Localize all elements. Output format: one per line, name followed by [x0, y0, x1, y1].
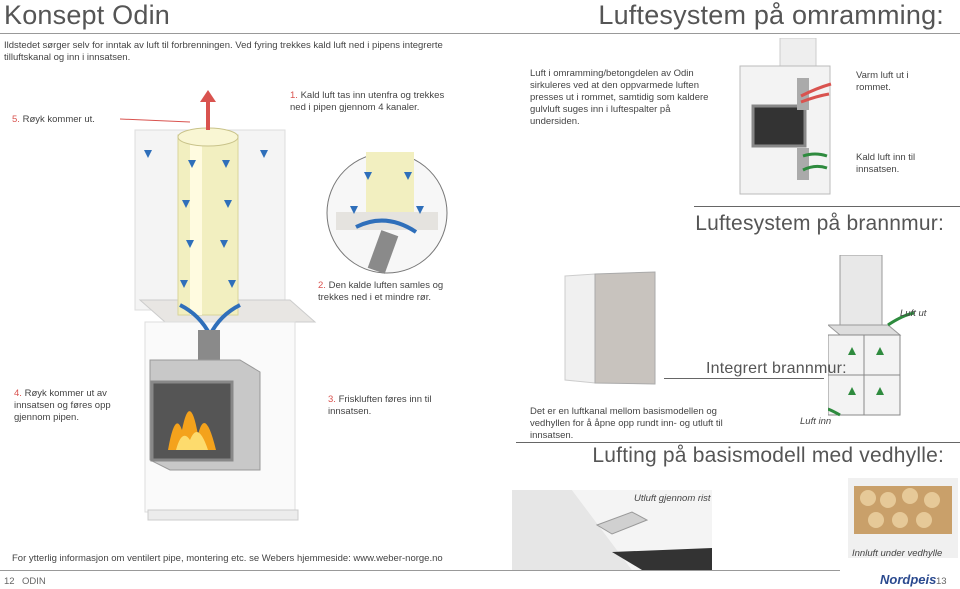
vedhylle-vent-photo: [512, 490, 712, 570]
cold-air-label: Kald luft inn til innsatsen.: [856, 152, 916, 175]
utluft-label: Utluft gjennom rist: [634, 493, 711, 504]
section-title-omramming: Luftesystem på omramming:: [598, 0, 944, 30]
vedhylle-wood-photo: [848, 478, 958, 558]
footer-divider: [0, 570, 840, 571]
page-number-left: 12: [4, 576, 15, 587]
brand-logo: Nordpeis: [880, 572, 937, 587]
page-title: Konsept Odin: [4, 0, 171, 30]
integrert-divider: [664, 378, 824, 379]
step-1: 1. Kald luft tas inn utenfra og trekkes …: [290, 90, 445, 113]
section-label: ODIN: [22, 576, 46, 587]
step-5: 5. Røyk kommer ut.: [12, 114, 95, 125]
integrert-title: Integrert brannmur:: [706, 360, 847, 377]
vedhylle-title: Lufting på basismodell med vedhylle:: [592, 444, 944, 467]
step-4: 4. Røyk kommer ut av innsatsen og føres …: [14, 388, 111, 423]
warm-air-label: Varm luft ut i rommet.: [856, 70, 909, 93]
top-divider: [0, 33, 960, 34]
luft-ut-label: Luft ut: [900, 308, 927, 319]
brannmur-photo: [555, 268, 665, 388]
chimney-diagram: [120, 90, 317, 521]
page-number-right: 13: [936, 576, 947, 587]
vedhylle-divider: [516, 442, 960, 443]
intro-text: Ildstedet sørger selv for inntak av luft…: [4, 40, 443, 63]
integrert-text: Det er en luftkanal mellom basismodellen…: [530, 406, 723, 441]
omramming-diagram: [739, 38, 832, 195]
footer-info: For ytterlig informasjon om ventilert pi…: [12, 553, 443, 564]
step-3: 3. Friskluften føres inn til innsatsen.: [328, 394, 432, 417]
step-2: 2. Den kalde luften samles og trekkes ne…: [318, 280, 444, 303]
luft-inn-label: Luft inn: [800, 416, 832, 427]
brannmur-divider: [694, 206, 960, 207]
omramming-text: Luft i omramming/betongdelen av Odin sir…: [530, 68, 709, 127]
zoom-detail: [326, 152, 448, 274]
innluft-label: Innluft under vedhylle: [852, 548, 943, 559]
brannmur-title: Luftesystem på brannmur:: [695, 212, 944, 235]
brannmur-diagram: [828, 255, 915, 417]
